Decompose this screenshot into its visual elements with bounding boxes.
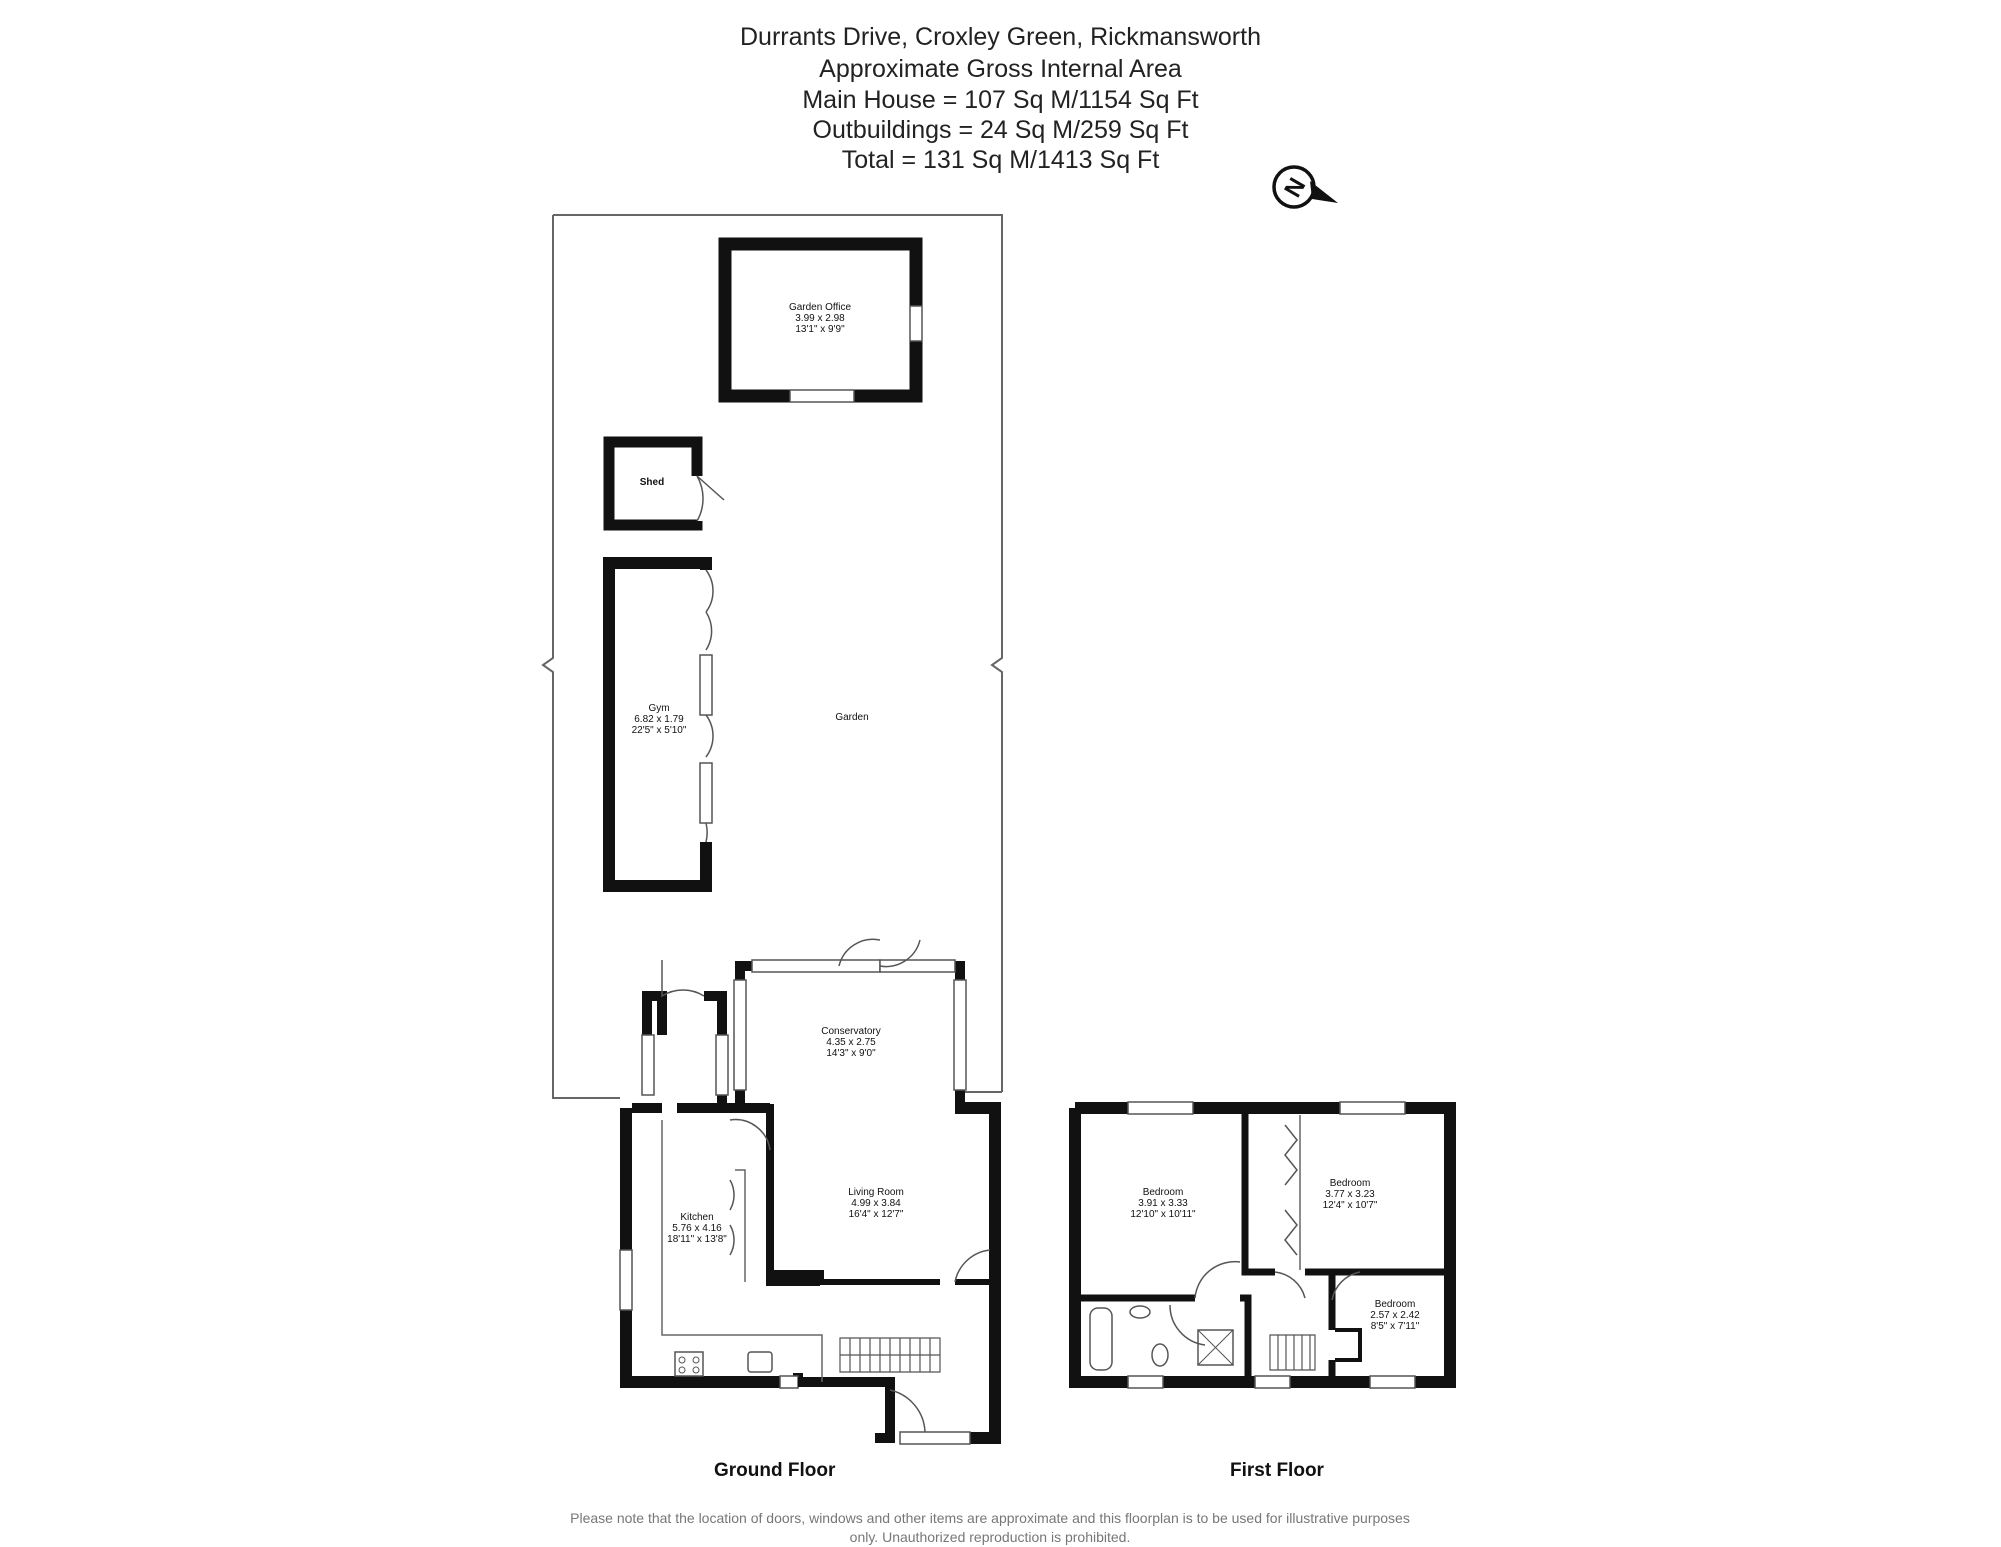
area-title: Approximate Gross Internal Area (819, 55, 1182, 83)
room-metric: 3.99 x 2.98 (795, 313, 845, 324)
hob-icon (674, 1351, 704, 1377)
first-floor-label: First Floor (1230, 1460, 1324, 1481)
room-name: Bedroom (1330, 1178, 1371, 1189)
room-imperial: 8'5" x 7'11" (1371, 1321, 1420, 1332)
room-label-garden: Garden (835, 712, 868, 723)
bath-icon (1089, 1307, 1113, 1371)
stairs (1269, 1334, 1316, 1371)
room-label-shed: Shed (640, 477, 664, 488)
main-house-area: Main House = 107 Sq M/1154 Sq Ft (802, 86, 1199, 114)
room-name: Bedroom (1375, 1299, 1416, 1310)
room-imperial: 16'4" x 12'7" (849, 1209, 904, 1220)
room-metric: 2.57 x 2.42 (1370, 1310, 1420, 1321)
room-label-conservatory: Conservatory 4.35 x 2.75 14'3" x 9'0" (821, 1026, 880, 1059)
door-swing (696, 475, 725, 522)
room-metric: 3.77 x 3.23 (1325, 1189, 1375, 1200)
disclaimer-text: Please note that the location of doors, … (570, 1510, 1410, 1545)
shed-building (603, 436, 725, 531)
room-imperial: 14'3" x 9'0" (826, 1048, 876, 1059)
room-label-bedroom-3: Bedroom 2.57 x 2.42 8'5" x 7'11" (1370, 1299, 1420, 1332)
compass-letter: N (1279, 173, 1311, 202)
address-title: Durrants Drive, Croxley Green, Rickmansw… (740, 23, 1261, 51)
room-label-gym: Gym 6.82 x 1.79 22'5" x 5'10" (632, 703, 687, 736)
shower-icon (1197, 1329, 1234, 1366)
room-label-bedroom-2: Bedroom 3.77 x 3.23 12'4" x 10'7" (1323, 1178, 1378, 1211)
door-swing (705, 569, 714, 843)
total-area: Total = 131 Sq M/1413 Sq Ft (841, 146, 1160, 174)
sink-icon (747, 1351, 773, 1373)
outbuildings-area: Outbuildings = 24 Sq M/259 Sq Ft (812, 116, 1189, 144)
room-metric: 6.82 x 1.79 (634, 714, 684, 725)
room-name: Conservatory (821, 1026, 880, 1037)
room-metric: 3.91 x 3.33 (1138, 1198, 1188, 1209)
basin-icon (1129, 1305, 1151, 1319)
first-floor-plan (1069, 1101, 1456, 1389)
garden-office-building (718, 237, 923, 403)
room-imperial: 13'1" x 9'9" (795, 324, 845, 335)
room-name: Bedroom (1143, 1187, 1184, 1198)
gym-building (603, 557, 714, 892)
room-imperial: 12'10" x 10'11" (1130, 1209, 1196, 1220)
window (789, 389, 855, 403)
room-label-garden-office: Garden Office 3.99 x 2.98 13'1" x 9'9" (789, 302, 852, 335)
ground-floor-label: Ground Floor (714, 1460, 836, 1481)
room-metric: 4.35 x 2.75 (826, 1037, 876, 1048)
ground-floor-plan (619, 938, 1001, 1445)
window (909, 305, 923, 342)
room-name: Garden (835, 712, 868, 723)
room-imperial: 12'4" x 10'7" (1323, 1200, 1378, 1211)
room-imperial: 22'5" x 5'10" (632, 725, 687, 736)
room-label-kitchen: Kitchen 5.76 x 4.16 18'11" x 13'8" (667, 1212, 727, 1245)
room-name: Gym (648, 703, 669, 714)
room-metric: 5.76 x 4.16 (672, 1223, 722, 1234)
north-arrow-icon: N (1272, 165, 1338, 209)
room-name: Kitchen (680, 1212, 713, 1223)
room-label-living-room: Living Room 4.99 x 3.84 16'4" x 12'7" (848, 1187, 904, 1220)
stairs (839, 1337, 941, 1373)
room-imperial: 18'11" x 13'8" (667, 1234, 727, 1245)
toilet-icon (1151, 1343, 1169, 1367)
room-metric: 4.99 x 3.84 (851, 1198, 901, 1209)
room-label-bedroom-1: Bedroom 3.91 x 3.33 12'10" x 10'11" (1130, 1187, 1196, 1220)
room-name: Garden Office (789, 302, 852, 313)
room-name: Living Room (848, 1187, 904, 1198)
room-name: Shed (640, 477, 664, 488)
